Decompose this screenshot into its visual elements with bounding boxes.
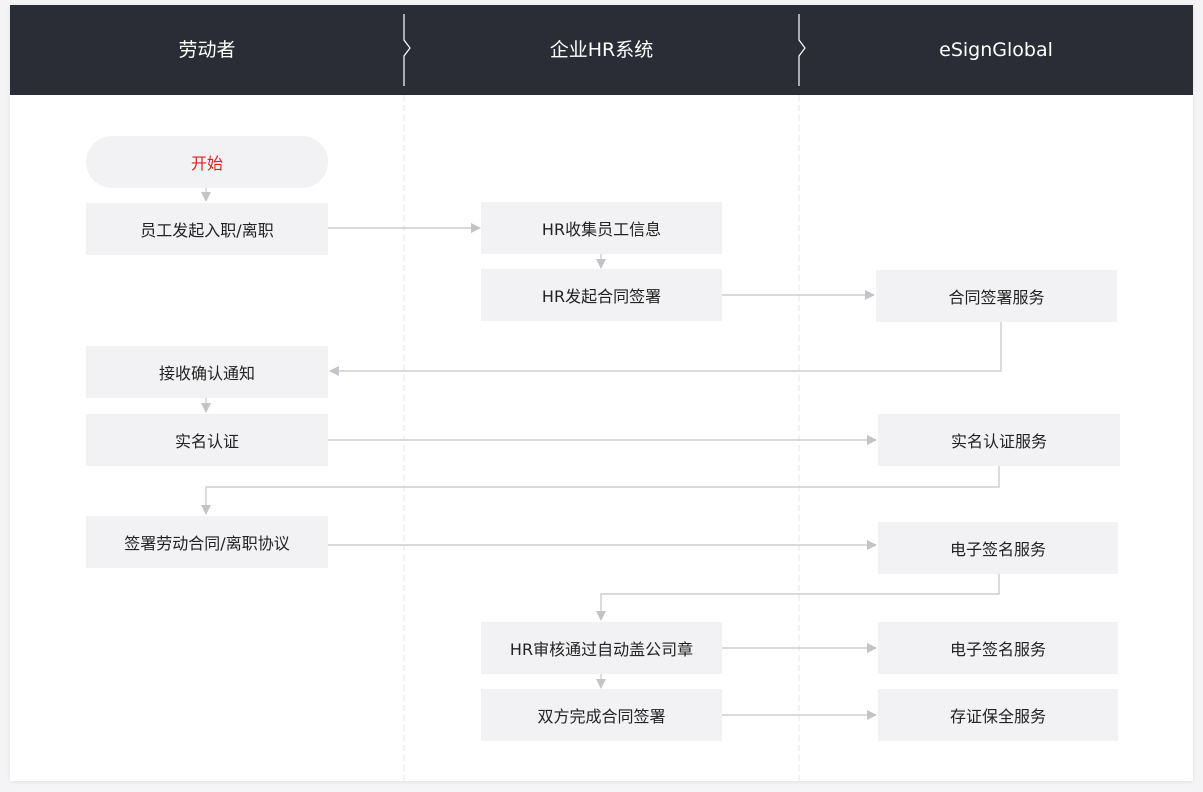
header-separator-1 bbox=[403, 14, 411, 86]
node-evidence-service: 存证保全服务 bbox=[878, 689, 1118, 741]
node-hr-collect: HR收集员工信息 bbox=[481, 202, 722, 254]
swimlane-header: 劳动者 企业HR系统 eSignGlobal bbox=[10, 5, 1193, 95]
lane-title-esign: eSignGlobal bbox=[939, 39, 1053, 61]
node-contract-sign-service: 合同签署服务 bbox=[876, 270, 1117, 322]
node-esign-service-1: 电子签名服务 bbox=[878, 522, 1118, 574]
node-both-complete: 双方完成合同签署 bbox=[481, 689, 722, 741]
header-separator-2 bbox=[798, 14, 806, 86]
arrow-authservice-to-sign bbox=[201, 466, 1000, 515]
arrow-service-to-notice bbox=[329, 322, 1002, 376]
lane-title-worker: 劳动者 bbox=[178, 39, 236, 61]
node-hr-initiate-sign: HR发起合同签署 bbox=[481, 269, 722, 321]
arrow-esign1-to-review bbox=[596, 574, 1000, 621]
start-node: 开始 bbox=[86, 136, 328, 188]
lane-title-hr: 企业HR系统 bbox=[549, 39, 654, 61]
node-sign-contract: 签署劳动合同/离职协议 bbox=[86, 516, 328, 568]
node-real-name-service: 实名认证服务 bbox=[878, 414, 1120, 466]
node-esign-service-2: 电子签名服务 bbox=[878, 622, 1118, 674]
node-real-name-auth: 实名认证 bbox=[86, 414, 328, 466]
node-employee-initiate: 员工发起入职/离职 bbox=[86, 203, 328, 255]
node-receive-notice: 接收确认通知 bbox=[86, 346, 328, 398]
node-hr-review-seal: HR审核通过自动盖公司章 bbox=[481, 622, 722, 674]
